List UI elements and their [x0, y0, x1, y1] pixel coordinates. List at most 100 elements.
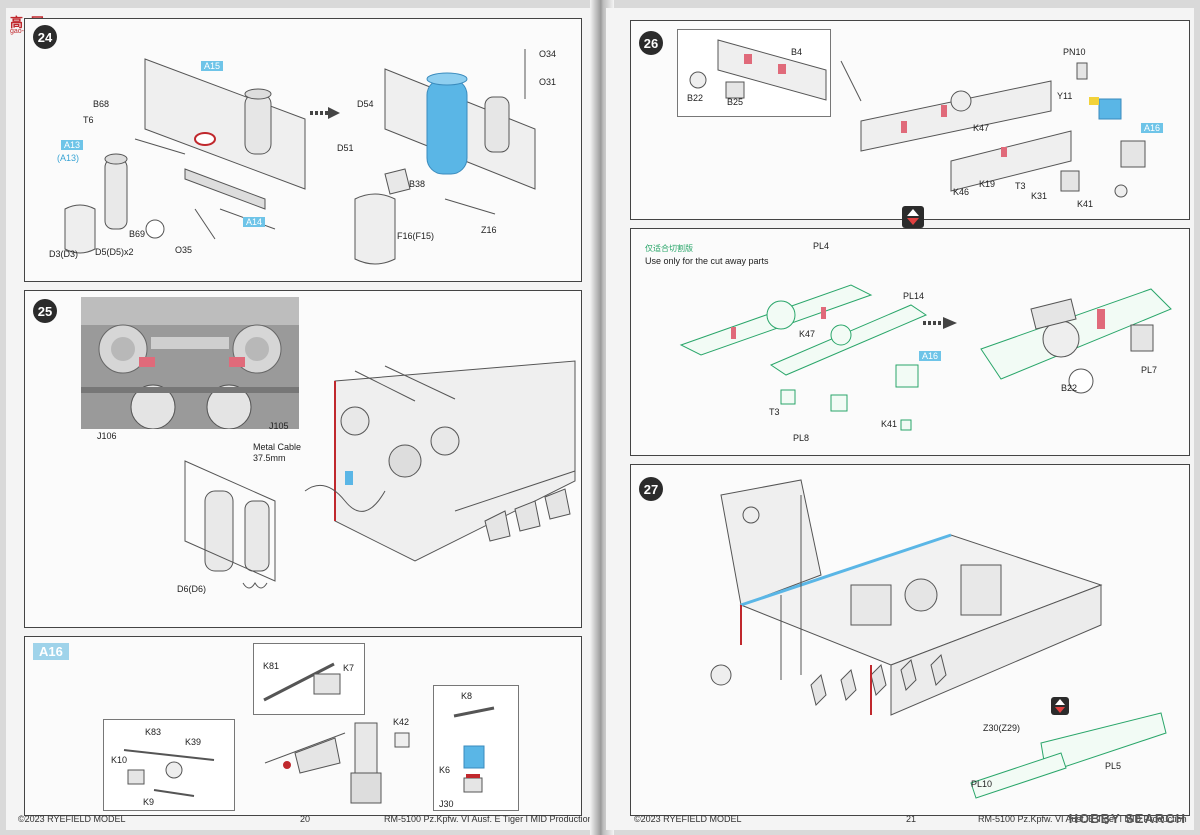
part-label: D3(D3)	[49, 249, 79, 259]
step-27-drawing	[710, 479, 1103, 716]
part-label: K46	[953, 187, 970, 197]
part-label: B38	[409, 179, 426, 189]
step-24-drawing-right	[354, 49, 536, 265]
step-arrow	[310, 107, 340, 119]
part-label: J105	[269, 421, 289, 431]
part-label: K47	[799, 329, 816, 339]
part-label: T6	[83, 115, 94, 125]
footer-copyright: ©2023 RYEFIELD MODEL	[18, 814, 126, 824]
step-number: 27	[639, 477, 663, 501]
part-label: K6	[439, 765, 451, 775]
cutaway-panel: 仅适合切割版 Use only for the cut away parts P…	[630, 228, 1190, 456]
cutaway-drawing-left	[679, 284, 928, 431]
right-page: 26 B4 B22 B25	[606, 8, 1194, 830]
inset-drawing	[263, 662, 341, 702]
part-label: B25	[727, 97, 744, 107]
part-label: B22	[687, 93, 704, 103]
detail-inset	[677, 29, 831, 117]
part-label: A15	[201, 61, 224, 71]
part-label: Z16	[481, 225, 497, 235]
step-number: 26	[639, 31, 663, 55]
part-label: B68	[93, 99, 110, 109]
swap-arrow-icon	[902, 206, 924, 228]
photo-detail	[81, 297, 299, 429]
part-label: D54	[357, 99, 374, 109]
part-label: K10	[111, 755, 128, 765]
part-label: PL8	[793, 433, 810, 443]
swap-arrow-icon	[1051, 697, 1069, 715]
part-label: K7	[343, 663, 355, 673]
part-label: K42	[393, 717, 410, 727]
note-label: Metal Cable	[253, 442, 302, 452]
part-label: A14	[243, 217, 266, 227]
swap-arrow-glyph	[1055, 699, 1065, 713]
step-27-replacement-drawing	[970, 712, 1167, 799]
part-label: PL7	[1141, 365, 1158, 375]
reference-photo	[81, 297, 299, 429]
part-label: (A13)	[57, 153, 80, 163]
step-27-panel: 27	[630, 464, 1190, 816]
part-label: T3	[1015, 181, 1026, 191]
part-label: K81	[263, 661, 280, 671]
part-label: J106	[97, 431, 117, 441]
step-25-drawing	[184, 360, 576, 589]
part-label: D6(D6)	[177, 584, 207, 594]
footer-page-number: 21	[906, 814, 917, 824]
part-label: PL4	[813, 241, 830, 251]
part-label: K31	[1031, 191, 1048, 201]
part-label: O31	[539, 77, 557, 87]
part-label: Y11	[1057, 91, 1073, 101]
step-26-drawing	[840, 60, 1146, 198]
footer-copyright: ©2023 RYEFIELD MODEL	[634, 814, 742, 824]
subassembly-badge: A16	[33, 643, 69, 660]
step-arrow	[923, 317, 957, 329]
part-label: PL5	[1105, 761, 1122, 771]
detail-inset-top	[253, 643, 365, 715]
part-label: A16	[919, 351, 942, 361]
swap-arrow-glyph	[907, 209, 919, 225]
part-label: K47	[973, 123, 990, 133]
step-25-panel: 25 J106 J105	[24, 290, 582, 628]
cutaway-note-cn: 仅适合切割版	[645, 244, 693, 253]
footer-page-number: 20	[300, 814, 311, 824]
part-label: D51	[337, 143, 354, 153]
part-label: A16	[1141, 123, 1164, 133]
inset-drawing	[689, 39, 827, 101]
detail-inset-right	[433, 685, 519, 811]
part-label: Z30(Z29)	[983, 723, 1021, 733]
detail-inset-left	[103, 719, 235, 811]
part-label: T3	[769, 407, 780, 417]
step-26-panel: 26 B4 B22 B25	[630, 20, 1190, 220]
part-label: K39	[185, 737, 202, 747]
part-label: PL10	[971, 779, 993, 789]
part-label: D5(D5)x2	[95, 247, 134, 257]
a16-main-drawing	[264, 722, 410, 804]
part-label: K41	[1077, 199, 1094, 209]
cutaway-note-en: Use only for the cut away parts	[645, 256, 769, 266]
part-label: O35	[175, 245, 193, 255]
footer-title: RM-5100 Pz.Kpfw. VI Ausf. E Tiger I MID …	[978, 814, 1187, 824]
step-24-drawing-left	[64, 58, 306, 254]
part-label: B22	[1061, 383, 1078, 393]
cutaway-drawing-right	[980, 288, 1172, 394]
part-label: PN10	[1063, 47, 1086, 57]
step-number: 25	[33, 299, 57, 323]
part-label: J30	[439, 799, 454, 809]
part-label: K9	[143, 797, 155, 807]
inset-drawing	[123, 749, 215, 797]
part-label: B69	[129, 229, 146, 239]
step-number: 24	[33, 25, 57, 49]
part-label: K8	[461, 691, 473, 701]
part-label: B4	[791, 47, 803, 57]
part-label: O34	[539, 49, 557, 59]
part-label: K19	[979, 179, 996, 189]
inset-drawing	[453, 706, 495, 793]
footer-title: RM-5100 Pz.Kpfw. VI Ausf. E Tiger I MID …	[384, 814, 593, 824]
left-page: 高●网 gao-shou.com 24 A15 B68 T6 A	[6, 8, 596, 830]
part-label: K41	[881, 419, 898, 429]
brand-watermark: HOBBY SEARCH	[1068, 811, 1186, 826]
step-24-panel: 24 A15 B68 T6 A13 (A13) D3(D3) D5(D	[24, 18, 582, 282]
part-label: K83	[145, 727, 162, 737]
part-label: F16(F15)	[397, 231, 435, 241]
